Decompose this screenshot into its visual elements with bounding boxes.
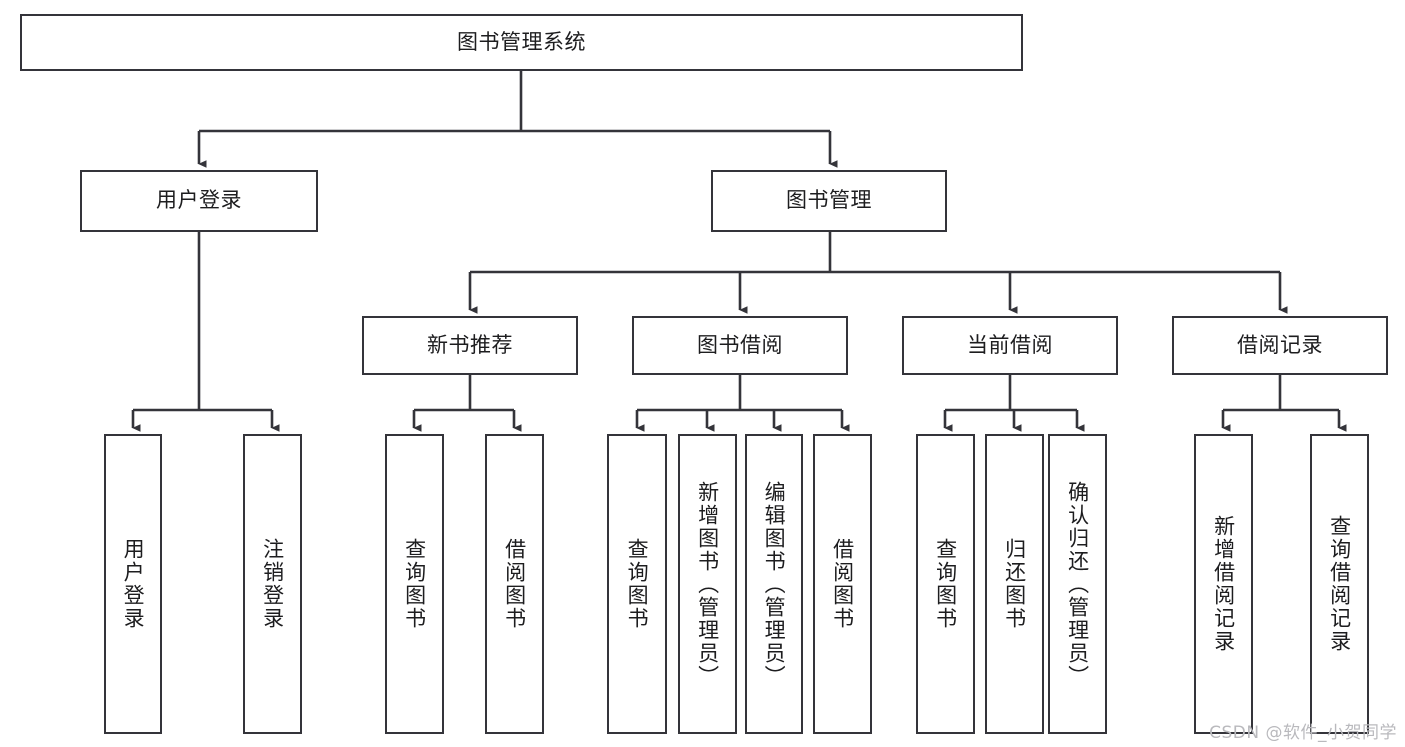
leaf-query-book-current[interactable]: 查询图书 <box>916 434 975 734</box>
node-borrow-records[interactable]: 借阅记录 <box>1172 316 1388 375</box>
node-book-management-label: 图书管理 <box>786 188 872 213</box>
node-book-borrow[interactable]: 图书借阅 <box>632 316 848 375</box>
leaf-edit-book-admin[interactable]: 编辑图书（管理员） <box>745 434 803 734</box>
leaf-query-book-recommend-label: 查询图书 <box>402 538 427 630</box>
leaf-return-book-label: 归还图书 <box>1002 538 1027 630</box>
leaf-query-book-borrow[interactable]: 查询图书 <box>607 434 667 734</box>
node-user-login-label: 用户登录 <box>156 188 242 213</box>
node-root[interactable]: 图书管理系统 <box>20 14 1023 71</box>
leaf-return-book[interactable]: 归还图书 <box>985 434 1044 734</box>
leaf-query-book-borrow-label: 查询图书 <box>625 538 650 630</box>
leaf-borrow-book-recommend-label: 借阅图书 <box>502 538 527 630</box>
leaf-confirm-return-admin[interactable]: 确认归还（管理员） <box>1048 434 1107 734</box>
node-new-book-recommend[interactable]: 新书推荐 <box>362 316 578 375</box>
leaf-add-book-admin-label: 新增图书（管理员） <box>695 480 720 688</box>
leaf-lend-book-label: 借阅图书 <box>830 538 855 630</box>
leaf-user-logout-label: 注销登录 <box>260 538 285 630</box>
node-new-book-recommend-label: 新书推荐 <box>427 332 513 357</box>
leaf-query-borrow-record[interactable]: 查询借阅记录 <box>1310 434 1369 734</box>
leaf-add-borrow-record-label: 新增借阅记录 <box>1211 515 1236 653</box>
leaf-query-book-recommend[interactable]: 查询图书 <box>385 434 444 734</box>
leaf-lend-book[interactable]: 借阅图书 <box>813 434 872 734</box>
node-book-borrow-label: 图书借阅 <box>697 332 783 357</box>
leaf-user-login-label: 用户登录 <box>121 538 146 630</box>
node-current-borrow-label: 当前借阅 <box>967 332 1053 357</box>
node-book-management[interactable]: 图书管理 <box>711 170 947 232</box>
leaf-edit-book-admin-label: 编辑图书（管理员） <box>762 480 787 688</box>
node-current-borrow[interactable]: 当前借阅 <box>902 316 1118 375</box>
leaf-borrow-book-recommend[interactable]: 借阅图书 <box>485 434 544 734</box>
leaf-user-logout[interactable]: 注销登录 <box>243 434 302 734</box>
leaf-add-borrow-record[interactable]: 新增借阅记录 <box>1194 434 1253 734</box>
leaf-add-book-admin[interactable]: 新增图书（管理员） <box>678 434 737 734</box>
leaf-query-book-current-label: 查询图书 <box>933 538 958 630</box>
leaf-confirm-return-admin-label: 确认归还（管理员） <box>1065 480 1090 688</box>
leaf-user-login[interactable]: 用户登录 <box>104 434 162 734</box>
node-user-login[interactable]: 用户登录 <box>80 170 318 232</box>
leaf-query-borrow-record-label: 查询借阅记录 <box>1327 515 1352 653</box>
node-root-label: 图书管理系统 <box>457 29 586 54</box>
node-borrow-records-label: 借阅记录 <box>1237 332 1323 357</box>
